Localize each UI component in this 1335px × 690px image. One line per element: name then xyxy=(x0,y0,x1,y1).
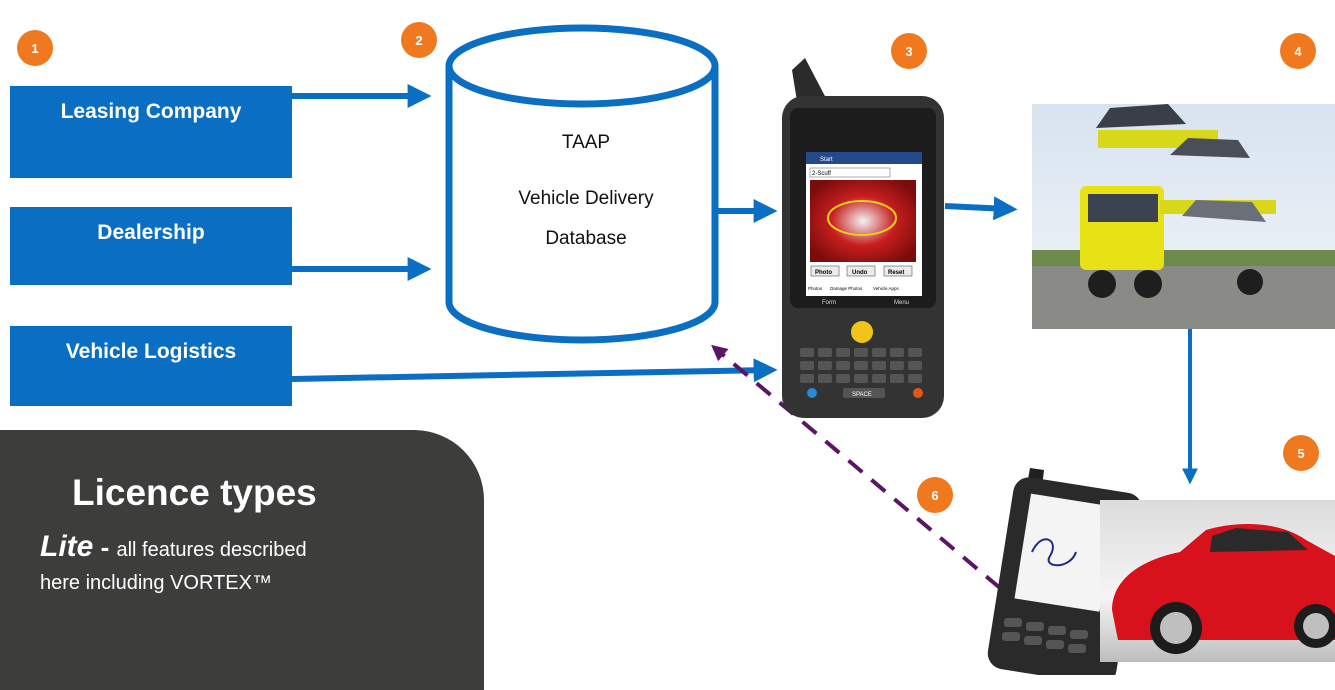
handheld-tab-vehicle-apps: Vehicle Apps xyxy=(873,286,900,291)
step-badge-4: 4 xyxy=(1280,33,1316,69)
handheld-softkey-menu: Menu xyxy=(894,300,909,306)
step-badge-1: 1 xyxy=(17,30,53,66)
licence-lite-description: all features described xyxy=(116,539,307,561)
database-cylinder xyxy=(445,24,719,344)
arrow-logistics-to-handheld xyxy=(291,358,778,383)
handheld-photo-button: Photo xyxy=(815,270,832,276)
licence-dash: - xyxy=(93,532,117,562)
licence-types-panel: Licence types Lite - all features descri… xyxy=(0,430,484,690)
diagram-canvas: Start 2-Scuff Photo Undo Reset Photos Da… xyxy=(291,24,1335,675)
dashed-arrow-signature-to-database xyxy=(711,344,1002,590)
handheld-softkey-form: Form xyxy=(822,300,836,306)
licence-lite-label: Lite xyxy=(40,530,94,563)
database-subtitle-line1: Vehicle Delivery xyxy=(518,188,654,209)
handheld-dropdown: 2-Scuff xyxy=(812,171,831,177)
handheld-undo-button: Undo xyxy=(852,270,868,276)
vehicle-logistics-box: Vehicle Logistics xyxy=(10,326,292,406)
licence-lite-line: Lite - all features described xyxy=(40,530,307,564)
handheld-start-label: Start xyxy=(820,157,833,163)
handheld-reset-button: Reset xyxy=(888,270,904,276)
handheld-tab-photos: Photos xyxy=(808,286,823,291)
handheld-tab-damage-photos: Damage Photos xyxy=(830,286,863,291)
step-badge-3: 3 xyxy=(891,33,927,69)
database-subtitle-line2: Database xyxy=(545,228,627,249)
licence-lite-description-line2: here including VORTEX™ xyxy=(40,572,272,594)
step-badge-2: 2 xyxy=(401,22,437,58)
vehicle-logistics-label: Vehicle Logistics xyxy=(65,340,237,363)
leasing-company-label: Leasing Company xyxy=(60,100,242,123)
handheld-device-image: Start 2-Scuff Photo Undo Reset Photos Da… xyxy=(782,58,944,418)
step-badge-6: 6 xyxy=(917,477,953,513)
leasing-company-box: Leasing Company xyxy=(10,86,292,178)
handheld-space-key: SPACE xyxy=(852,392,872,398)
licence-types-title: Licence types xyxy=(72,472,317,513)
dealership-label: Dealership xyxy=(97,221,205,244)
arrow-handheld-to-transporter xyxy=(944,196,1018,221)
delivered-car-image xyxy=(1100,500,1335,662)
step-badge-5: 5 xyxy=(1283,435,1319,471)
car-transporter-image xyxy=(1032,104,1335,329)
dealership-box: Dealership xyxy=(10,207,292,285)
database-title: TAAP xyxy=(561,132,611,153)
